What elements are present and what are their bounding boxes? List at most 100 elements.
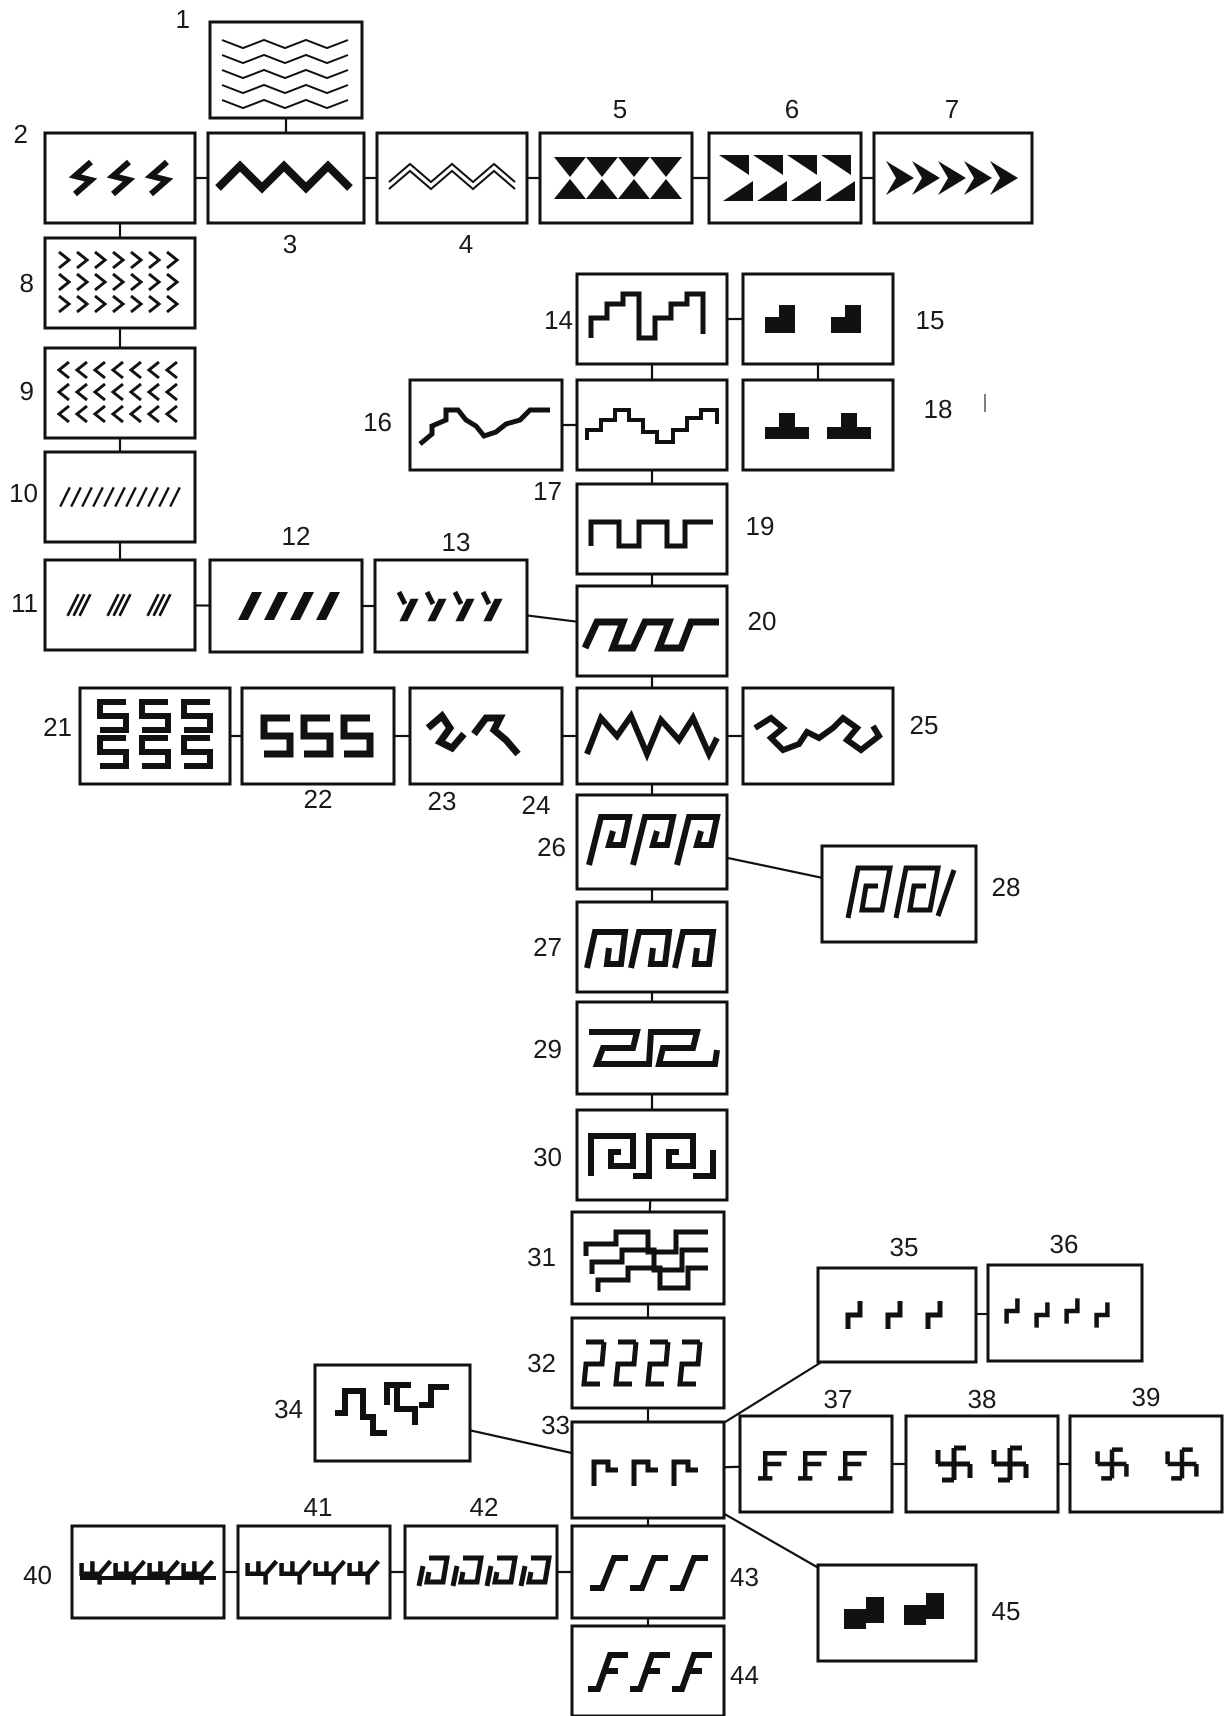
pattern-double-zigzag <box>388 162 516 191</box>
motif-number: 28 <box>992 872 1021 902</box>
motif-box-7: 7 <box>872 94 1034 225</box>
motif-box-35: 35 <box>816 1232 978 1364</box>
pattern-bracket-steps <box>581 1339 703 1387</box>
box-frame <box>375 131 529 225</box>
pattern-interlocked-hooks <box>753 714 883 754</box>
pattern-boxed-spiral <box>845 865 957 919</box>
motif-number: 1 <box>176 4 190 34</box>
edge-13-20 <box>526 614 578 623</box>
motif-number: 38 <box>968 1384 997 1414</box>
pattern-linked-y-hooks <box>80 1561 216 1584</box>
motif-box-16: 16 <box>363 378 564 472</box>
motif-box-44: 44 <box>570 1624 759 1716</box>
pattern-slanted-f-hooks <box>588 1652 712 1692</box>
motif-number: 44 <box>730 1660 759 1690</box>
box-frame <box>575 482 729 576</box>
pattern-stepped-wave-rising <box>418 407 550 446</box>
pattern-z-pairs <box>425 710 521 757</box>
motif-box-13: 13 <box>373 527 529 654</box>
motif-box-11: 11 <box>11 558 197 652</box>
edge-33-37 <box>723 1465 741 1469</box>
motif-number: 35 <box>890 1232 919 1262</box>
motif-number: 22 <box>304 784 333 814</box>
motif-box-17: 17 <box>533 378 729 506</box>
pattern-slanted-spiral-meander <box>586 814 721 866</box>
pattern-double-s-rows <box>97 699 213 769</box>
pattern-stepped-wave <box>585 408 719 444</box>
motif-box-4: 4 <box>375 131 529 259</box>
motif-number: 32 <box>527 1348 556 1378</box>
pattern-reversed-hooks <box>416 1555 552 1587</box>
box-frame <box>570 1210 726 1306</box>
box-frame <box>741 378 895 472</box>
pattern-running-meander <box>589 1029 720 1067</box>
pattern-arrowhead-band <box>886 161 1018 195</box>
motif-number: 36 <box>1050 1229 1079 1259</box>
motif-box-29: 29 <box>533 1000 729 1096</box>
motif-number: 10 <box>9 478 38 508</box>
box-frame <box>707 131 863 225</box>
motif-number: 33 <box>541 1410 570 1440</box>
motif-number: 40 <box>23 1560 52 1590</box>
box-frame <box>575 584 729 678</box>
box-frame <box>408 686 564 786</box>
edge-33-35 <box>723 1361 823 1424</box>
box-frame <box>575 900 729 994</box>
pattern-stepped-triangles <box>719 155 855 201</box>
motif-number: 27 <box>533 932 562 962</box>
motif-number: 31 <box>527 1242 556 1272</box>
motif-box-1: 1 <box>176 4 364 120</box>
motif-box-34: 34 <box>274 1363 472 1463</box>
motif-number: 17 <box>533 476 562 506</box>
motif-number: 8 <box>20 268 34 298</box>
motif-box-12: 12 <box>208 521 364 654</box>
motif-box-22: 22 <box>240 686 396 814</box>
box-frame <box>208 558 364 654</box>
motif-number: 34 <box>274 1394 303 1424</box>
motif-number: 45 <box>992 1596 1021 1626</box>
motif-number: 3 <box>283 229 297 259</box>
pattern-filled-triangle-band <box>554 157 682 199</box>
box-frame <box>904 1414 1060 1514</box>
motif-number: 2 <box>14 119 28 149</box>
motif-number: 18 <box>924 394 953 424</box>
motif-number: 37 <box>824 1384 853 1414</box>
motif-box-32: 32 <box>527 1316 726 1410</box>
motif-box-14: 14 <box>544 272 729 366</box>
pattern-slanted-zigzag-hooks <box>584 709 720 762</box>
edge-33-45 <box>723 1512 819 1569</box>
pattern-square-wave <box>588 519 713 549</box>
motif-number: 14 <box>544 305 573 335</box>
pattern-greek-key <box>588 1133 716 1179</box>
box-frame <box>1068 1414 1224 1514</box>
motif-number: 7 <box>945 94 959 124</box>
pattern-slanted-gamma <box>590 1555 708 1591</box>
pattern-linked-hooks <box>335 1382 449 1436</box>
motif-number: 43 <box>730 1562 759 1592</box>
pattern-hooked-slashes <box>396 590 503 622</box>
motif-number: 39 <box>1132 1382 1161 1412</box>
motif-box-33: 33 <box>541 1410 726 1520</box>
edge-26-28 <box>726 856 823 879</box>
motif-number: 6 <box>785 94 799 124</box>
motif-box-37: 37 <box>738 1384 894 1514</box>
pattern-thick-zigzag <box>215 160 353 194</box>
motif-box-10: 10 <box>9 450 197 544</box>
motif-box-6: 6 <box>707 94 863 225</box>
motif-box-2: 2 <box>14 119 197 225</box>
box-frame <box>538 131 694 225</box>
pattern-slanted-square-wave <box>581 618 719 652</box>
motif-number: 16 <box>363 407 392 437</box>
motif-number: 30 <box>533 1142 562 1172</box>
box-frame <box>373 558 529 654</box>
motif-box-25: 25 <box>741 686 938 786</box>
motif-box-27: 27 <box>533 900 729 994</box>
motif-box-40: 40 <box>23 1524 226 1620</box>
motif-number: 26 <box>537 832 566 862</box>
motif-box-5: 5 <box>538 94 694 225</box>
motif-number: 41 <box>304 1492 333 1522</box>
motif-number: 42 <box>470 1492 499 1522</box>
motif-number: 5 <box>613 94 627 124</box>
motif-box-30: 30 <box>533 1108 729 1202</box>
